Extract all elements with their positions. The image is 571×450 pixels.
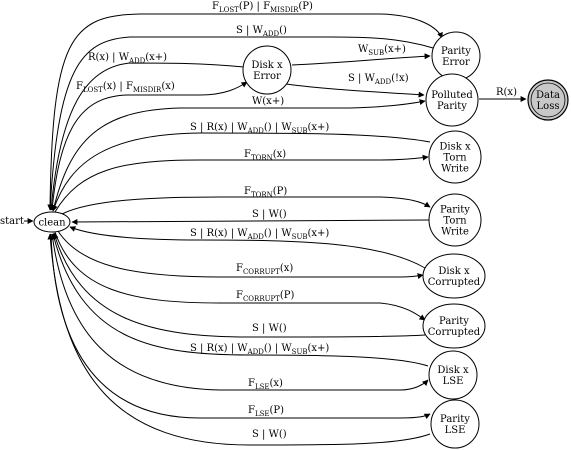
edge-disk-lse-clean <box>51 233 429 367</box>
edge-labels: FLOST(P) | FMISDIR(P) S | WADD() R(x) | … <box>76 1 517 440</box>
edge-clean-parity-error-lost <box>49 13 443 211</box>
edge-disk-error-parity-error <box>291 53 431 66</box>
label-corrupt-x: FCORRUPT(x) <box>236 263 293 276</box>
label-s-wadd-notx: S | WADD(!x) <box>348 73 409 86</box>
label-s-w-3: S | W() <box>252 429 287 440</box>
label-lost-misdir-x: FLOST(x) | FMISDIR(x) <box>76 81 175 94</box>
label-s-w-2: S | W() <box>252 323 287 334</box>
edge-clean-disk-corrupted <box>57 230 424 280</box>
edge-disk-error-polluted <box>285 83 425 98</box>
edge-clean-disk-error <box>51 81 248 211</box>
edge-clean-parity-torn <box>61 196 431 215</box>
label-torn-x: FTORN(x) <box>244 149 286 162</box>
label-corrupt-p: FCORRUPT(P) <box>236 290 295 303</box>
label-r-x: R(x) <box>496 87 517 98</box>
edge-disk-corrupted-clean <box>69 226 426 269</box>
label-torn-p: FTORN(P) <box>244 186 287 199</box>
edge-parity-torn-clean <box>71 218 431 225</box>
label-lost-misdir-p: FLOST(P) | FMISDIR(P) <box>212 1 313 14</box>
edge-clean-parity-corrupted <box>54 231 426 321</box>
label-wsub-x: WSUB(x+) <box>358 44 406 57</box>
edge-clean-polluted <box>52 99 426 212</box>
label-lse-x: FLSE(x) <box>248 378 283 391</box>
edge-parity-corrupted-clean <box>52 232 426 338</box>
edges <box>24 13 527 446</box>
label-s-r-wadd-wsub-2: S | R(x) | WADD() | WSUB(x+) <box>190 228 329 241</box>
edge-parity-lse-clean <box>47 233 431 446</box>
start-label: start <box>0 216 24 227</box>
node-clean: clean <box>33 211 71 233</box>
label-s-w-1: S | W() <box>252 209 287 220</box>
edge-clean-disk-lse <box>51 233 429 391</box>
label-w-x: W(x+) <box>252 96 284 107</box>
label-s-r-wadd-wsub-3: S | R(x) | WADD() | WSUB(x+) <box>190 343 329 356</box>
edge-clean-disk-torn <box>54 154 429 213</box>
label-s-wadd-empty: S | WADD() <box>236 25 287 38</box>
label-lse-p: FLSE(P) <box>248 405 284 418</box>
label-r-wadd: R(x) | WADD(x+) <box>88 52 167 65</box>
edge-parity-error-clean <box>47 36 434 211</box>
node-clean-label: clean <box>38 218 66 229</box>
edge-disk-error-clean <box>48 62 245 211</box>
edge-disk-torn-clean <box>51 132 431 212</box>
label-s-r-wadd-wsub-1: S | R(x) | WADD() | WSUB(x+) <box>190 122 329 135</box>
